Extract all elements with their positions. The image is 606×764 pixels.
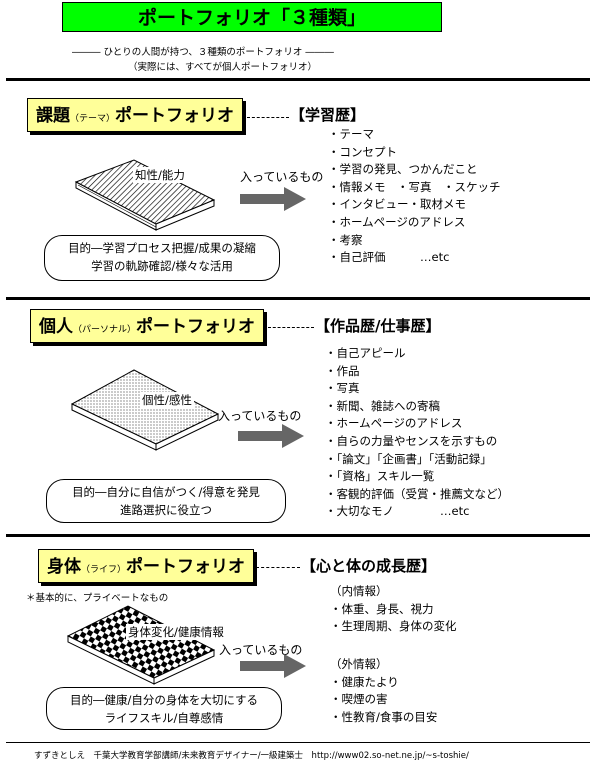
purpose-line-1: 目的―健康/自分の身体を大切にする	[70, 693, 258, 707]
divider	[6, 297, 590, 300]
arrow-right-icon	[240, 654, 306, 678]
purpose-line-1: 目的―自分に自信がつく/得意を発見	[72, 485, 260, 499]
label-main: 課題	[36, 106, 70, 126]
purpose-box: 目的―健康/自分の身体を大切にする ライフスキル/自尊感情	[46, 687, 282, 730]
list-item: ・ホームページのアドレス	[325, 416, 463, 431]
footer-divider	[6, 742, 590, 743]
arrow-right-icon	[238, 424, 304, 448]
section-label-personal: 個人（パーソナル）ポートフォリオ	[30, 309, 265, 343]
portfolio-book-icon	[74, 159, 216, 231]
list-item: ・健康たより	[330, 674, 399, 689]
label-tail: ポートフォリオ	[136, 317, 256, 337]
purpose-line-2: 進路選択に役立つ	[120, 503, 212, 517]
list-item: ・客観的評価（受賞・推薦文など）	[325, 486, 509, 501]
subtitle-line-2: （実際には、すべてが個人ポートフォリオ）	[128, 62, 317, 73]
label-tail: ポートフォリオ	[115, 106, 235, 126]
page-title: ポートフォリオ「３種類」	[62, 2, 442, 32]
book-label: 知性/能力	[133, 167, 187, 183]
list-item: ・学習の発見、つかんだこと	[328, 162, 478, 177]
contains-label: 入っているもの	[219, 643, 303, 657]
book-label: 身体変化/健康情報	[126, 624, 226, 640]
section-heading: 【学習歴】	[290, 106, 366, 124]
section-heading: 【心と体の成長歴】	[301, 557, 437, 575]
purpose-line-2: ライフスキル/自尊感情	[104, 711, 224, 725]
label-reading: （パーソナル）	[73, 325, 137, 335]
item-list: ・自己アピール ・作品 ・写真 ・新聞、雑誌への寄稿 ・ホームページのアドレス …	[325, 345, 509, 521]
list-item: ・コンセプト	[328, 144, 397, 159]
list-item: ・生理周期、身体の変化	[330, 619, 457, 634]
subtitle-line-1: ――― ひとりの人間が持つ、３種類のポートフォリオ ―――	[72, 47, 334, 58]
list-item: ・大切なモノ …etc	[325, 504, 470, 519]
connector-dash	[256, 567, 300, 568]
inner-info-list: （内情報） ・体重、身長、視力 ・生理周期、身体の変化	[330, 583, 457, 636]
list-item: ・考察	[328, 232, 363, 247]
list-item: ・インタビュー・取材メモ	[328, 197, 466, 212]
arrow-right-icon	[240, 187, 306, 211]
list-item: ・作品	[325, 363, 360, 378]
list-item: ・写真	[325, 381, 360, 396]
note-private: ＊基本的に、プライベートなもの	[26, 593, 169, 604]
list-item: ・「論文」「企画書」「活動記録」	[325, 451, 492, 466]
label-reading: （テーマ）	[70, 114, 116, 124]
purpose-line-2: 学習の軌跡確認/様々な活用	[91, 259, 233, 273]
list-item: ・自らの力量やセンスを示すもの	[325, 433, 498, 448]
list-item: ・自己アピール	[325, 346, 406, 360]
connector-dash	[268, 327, 314, 328]
portfolio-book-icon	[66, 605, 216, 685]
purpose-box: 目的―学習プロセス把握/成果の凝縮 学習の軌跡確認/様々な活用	[44, 235, 280, 281]
list-item: ・体重、身長、視力	[330, 601, 434, 616]
divider	[6, 78, 590, 81]
label-main: 個人	[39, 317, 73, 337]
footer-credit: すずきとしえ 千葉大学教育学部講師/未来教育デザイナー/一級建築士 http:/…	[34, 751, 469, 761]
label-main: 身体	[47, 557, 81, 577]
section-heading: 【作品歴/仕事歴】	[315, 317, 441, 335]
purpose-line-1: 目的―学習プロセス把握/成果の凝縮	[68, 241, 256, 255]
divider	[6, 534, 590, 537]
list-item: ・新聞、雑誌への寄稿	[325, 398, 440, 413]
list-item: ・性教育/食事の目安	[330, 709, 438, 724]
connector-dash	[247, 117, 289, 118]
book-label: 個性/感性	[140, 392, 194, 408]
purpose-box: 目的―自分に自信がつく/得意を発見 進路選択に役立つ	[46, 479, 286, 523]
list-item: ・自己評価 …etc	[328, 250, 450, 265]
list-item: ・テーマ	[328, 127, 374, 141]
section-label-theme: 課題（テーマ）ポートフォリオ	[27, 98, 244, 132]
list-item: ・ホームページのアドレス	[328, 214, 466, 229]
list-item: ・「資格」スキル一覧	[325, 469, 435, 484]
outer-info-list: （外情報） ・健康たより ・喫煙の害 ・性教育/食事の目安	[330, 656, 437, 726]
section-label-life: 身体（ライフ）ポートフォリオ	[38, 549, 255, 583]
list-title: （内情報）	[330, 584, 388, 598]
portfolio-book-icon	[70, 369, 220, 451]
contains-label: 入っているもの	[240, 170, 324, 184]
list-title: （外情報）	[330, 657, 388, 671]
label-reading: （ライフ）	[81, 565, 127, 575]
list-item: ・喫煙の害	[330, 692, 388, 707]
list-item: ・情報メモ ・写真 ・スケッチ	[328, 179, 501, 194]
label-tail: ポートフォリオ	[126, 557, 246, 577]
contains-label: 入っているもの	[218, 409, 302, 423]
item-list: ・テーマ ・コンセプト ・学習の発見、つかんだこと ・情報メモ ・写真 ・スケッ…	[328, 126, 501, 267]
